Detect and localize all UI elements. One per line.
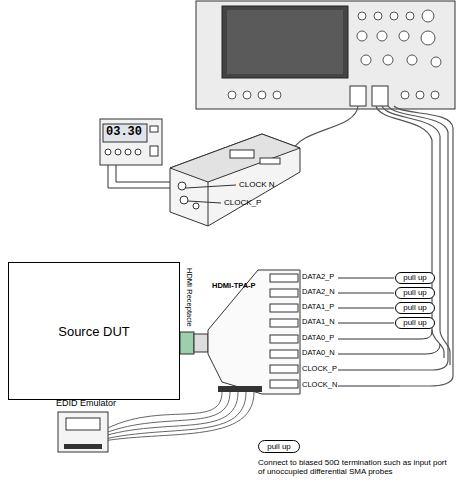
scope-display (227, 10, 343, 74)
pull-up-text: pull up (403, 274, 427, 282)
scope-input-2 (372, 86, 388, 106)
signal-name: CLOCK_P (302, 365, 337, 374)
probe-top (170, 134, 300, 182)
scope-knobs (228, 10, 441, 99)
pull-up-text: pull up (267, 443, 291, 451)
device-box: Source DUT (8, 262, 180, 400)
scope-cables (292, 106, 453, 386)
pull-up-text: pull up (403, 319, 427, 327)
scope-input-1 (350, 86, 366, 106)
pull-up-text: pull up (403, 304, 427, 312)
scope-screen (222, 6, 348, 78)
hdmi-tpa-p-fixture (208, 270, 300, 394)
signal-name: DATA1_N (302, 318, 335, 327)
fixture-name: HDMI-TPA-P (212, 282, 256, 291)
power-supply (100, 119, 162, 165)
sma-connectors (270, 274, 298, 388)
legend-note: Connect to biased 50Ω termination such a… (258, 458, 448, 476)
signal-name: CLOCK_N (302, 381, 337, 390)
edid-display (66, 418, 100, 430)
pull-up-text: pull up (403, 289, 427, 297)
oscilloscope-body (196, 1, 455, 109)
signal-name: DATA0_P (302, 334, 334, 343)
power-wires (108, 165, 178, 188)
clock-probe-adapter (170, 134, 300, 226)
signal-name: DATA2_N (302, 288, 335, 297)
probe-edge (208, 182, 209, 226)
signal-name: CLOCK N (239, 180, 275, 189)
pull-up-oval: pull up (395, 317, 435, 329)
pull-up-oval: pull up (395, 272, 435, 284)
supply-readout: 03.30 (106, 126, 142, 140)
probe-connectors (178, 150, 280, 209)
signal-name: DATA0_N (302, 349, 335, 358)
power-supply-display (103, 124, 147, 142)
signal-name: DATA2_P (302, 273, 334, 282)
signal-lines (338, 278, 440, 386)
pull-up-oval: pull up (395, 287, 435, 299)
connector-name: HDMI Receptacle (184, 268, 193, 327)
power-supply-knobs (105, 126, 158, 156)
pull-up-oval: pull up (258, 440, 300, 453)
pull-up-oval: pull up (395, 302, 435, 314)
ribbon-connector (218, 386, 262, 392)
signal-name: DATA1_P (302, 303, 334, 312)
edid-connector (64, 444, 102, 449)
device-name: EDID Emulator (56, 398, 116, 408)
signal-name: CLOCK_P (224, 198, 261, 207)
hdmi-receptacle (180, 332, 194, 354)
fixture-plug (194, 334, 208, 352)
edid-emulator (58, 412, 108, 452)
device-name: Source DUT (58, 325, 130, 338)
